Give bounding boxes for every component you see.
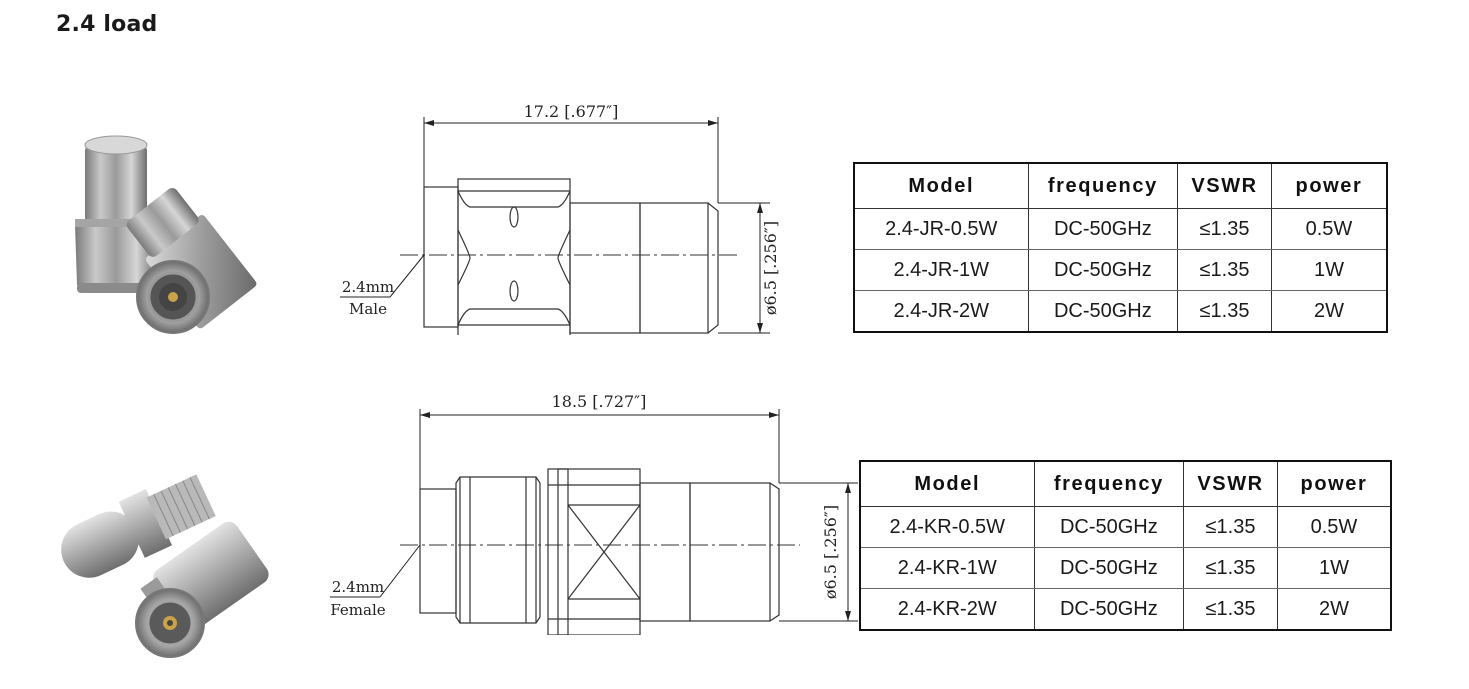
column-header-power: power [1276, 460, 1392, 507]
cell-frequency: DC-50GHz [1033, 506, 1185, 548]
male-load-photo [75, 135, 257, 334]
column-header-model: Model [859, 460, 1035, 507]
table-row: 2.4-JR-0.5W DC-50GHz ≤1.35 0.5W [853, 208, 1388, 250]
cell-power: 0.5W [1270, 208, 1388, 250]
cell-model: 2.4-KR-0.5W [859, 506, 1035, 548]
cell-model: 2.4-JR-2W [853, 290, 1029, 333]
column-header-vswr: VSWR [1183, 460, 1278, 507]
table-header-row: Model frequency VSWR power [853, 162, 1388, 209]
column-header-vswr: VSWR [1177, 162, 1272, 209]
table-row: 2.4-KR-0.5W DC-50GHz ≤1.35 0.5W [859, 506, 1392, 548]
female-gender-label: Female [330, 601, 385, 619]
female-length-dimension: 18.5 [.727″] [552, 392, 647, 411]
male-technical-drawing: 17.2 [.677″] ø6.5 [.256″] 2.4mm Male [340, 102, 780, 335]
cell-power: 1W [1276, 547, 1392, 589]
cell-model: 2.4-KR-2W [859, 588, 1035, 631]
cell-model: 2.4-JR-0.5W [853, 208, 1029, 250]
table-row: 2.4-JR-1W DC-50GHz ≤1.35 1W [853, 249, 1388, 291]
male-size-label: 2.4mm [342, 278, 394, 296]
female-diameter-dimension: ø6.5 [.256″] [821, 505, 840, 599]
column-header-power: power [1270, 162, 1388, 209]
cell-power: 2W [1270, 290, 1388, 333]
cell-frequency: DC-50GHz [1027, 249, 1179, 291]
cell-power: 2W [1276, 588, 1392, 631]
column-header-model: Model [853, 162, 1029, 209]
column-header-frequency: frequency [1027, 162, 1179, 209]
female-size-label: 2.4mm [332, 578, 384, 596]
table-row: 2.4-JR-2W DC-50GHz ≤1.35 2W [853, 290, 1388, 333]
female-technical-drawing: 18.5 [.727″] ø6.5 [.256″] 2.4mm Female [330, 392, 858, 635]
male-gender-label: Male [349, 300, 387, 318]
cell-frequency: DC-50GHz [1027, 290, 1179, 333]
table-row: 2.4-KR-1W DC-50GHz ≤1.35 1W [859, 547, 1392, 589]
cell-frequency: DC-50GHz [1033, 547, 1185, 589]
cell-vswr: ≤1.35 [1183, 506, 1278, 548]
male-diameter-dimension: ø6.5 [.256″] [761, 221, 780, 315]
female-spec-table: Model frequency VSWR power 2.4-KR-0.5W D… [859, 460, 1392, 631]
cell-vswr: ≤1.35 [1183, 588, 1278, 631]
cell-vswr: ≤1.35 [1177, 249, 1272, 291]
female-load-photo [61, 474, 269, 658]
cell-vswr: ≤1.35 [1177, 208, 1272, 250]
table-row: 2.4-KR-2W DC-50GHz ≤1.35 2W [859, 588, 1392, 631]
male-spec-table: Model frequency VSWR power 2.4-JR-0.5W D… [853, 162, 1388, 333]
cell-power: 1W [1270, 249, 1388, 291]
cell-power: 0.5W [1276, 506, 1392, 548]
cell-vswr: ≤1.35 [1183, 547, 1278, 589]
column-header-frequency: frequency [1033, 460, 1185, 507]
table-header-row: Model frequency VSWR power [859, 460, 1392, 507]
cell-vswr: ≤1.35 [1177, 290, 1272, 333]
cell-model: 2.4-KR-1W [859, 547, 1035, 589]
cell-frequency: DC-50GHz [1027, 208, 1179, 250]
cell-frequency: DC-50GHz [1033, 588, 1185, 631]
male-length-dimension: 17.2 [.677″] [524, 102, 619, 121]
page-title: 2.4 load [56, 12, 158, 37]
cell-model: 2.4-JR-1W [853, 249, 1029, 291]
